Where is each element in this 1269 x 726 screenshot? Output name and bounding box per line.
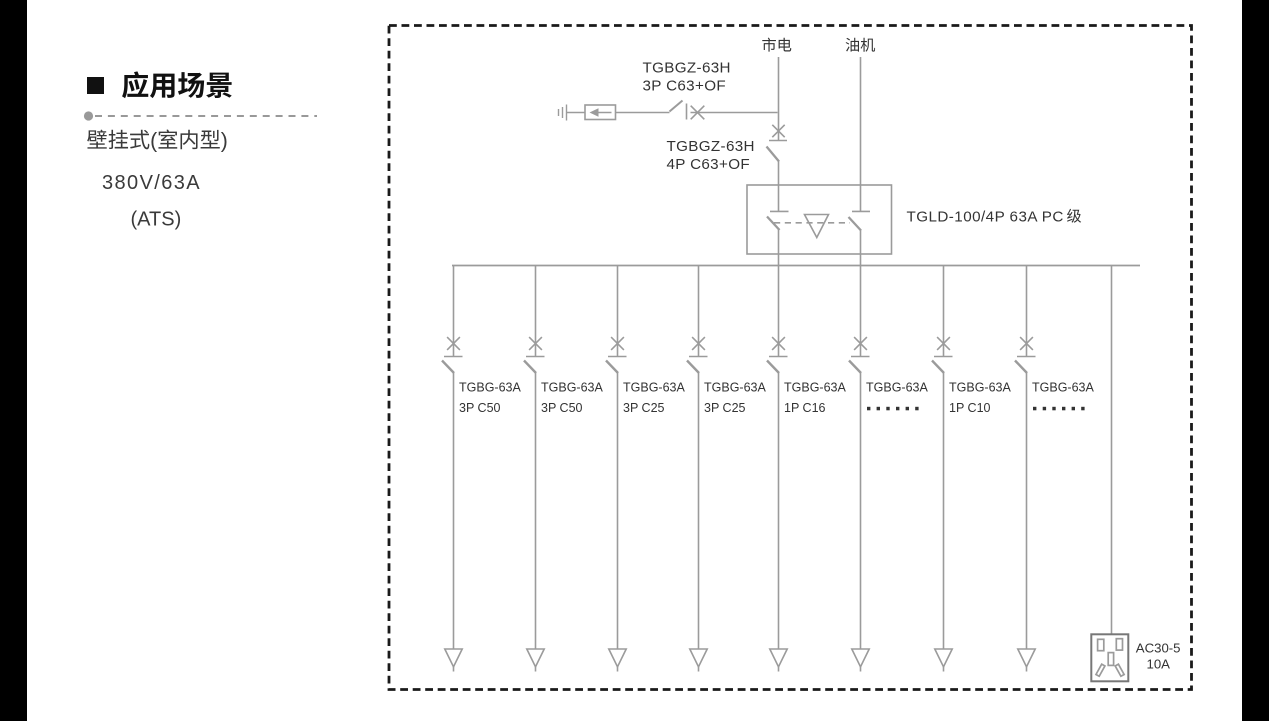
svg-text:TGBG-63A: TGBG-63A	[949, 381, 1011, 395]
svg-text:1P C16: 1P C16	[784, 401, 826, 415]
svg-text:AC30-5: AC30-5	[1136, 641, 1181, 656]
svg-text:380V/63A: 380V/63A	[102, 172, 201, 194]
svg-text:1P C10: 1P C10	[949, 401, 991, 415]
svg-text:TGBG-63A: TGBG-63A	[623, 381, 685, 395]
svg-text:3P C50: 3P C50	[541, 401, 583, 415]
svg-text:(ATS): (ATS)	[131, 209, 182, 231]
svg-text:TGBG-63A: TGBG-63A	[866, 381, 928, 395]
svg-text:TGBGZ-63H: TGBGZ-63H	[667, 138, 755, 155]
svg-text:TGLD-100/4P 63A PC: TGLD-100/4P 63A PC	[907, 209, 1064, 226]
svg-text:10A: 10A	[1147, 656, 1171, 671]
svg-text:TGBG-63A: TGBG-63A	[704, 381, 766, 395]
svg-text:TGBG-63A: TGBG-63A	[541, 381, 603, 395]
svg-text:): )	[221, 130, 228, 153]
svg-text:TGBG-63A: TGBG-63A	[459, 381, 521, 395]
svg-text:3P C25: 3P C25	[623, 401, 665, 415]
svg-text:3P C63+OF: 3P C63+OF	[643, 78, 727, 95]
svg-text:4P C63+OF: 4P C63+OF	[667, 156, 751, 173]
svg-text:3P C25: 3P C25	[704, 401, 746, 415]
svg-text:(: (	[150, 130, 157, 153]
svg-text:TGBG-63A: TGBG-63A	[1032, 381, 1094, 395]
svg-text:TGBGZ-63H: TGBGZ-63H	[643, 60, 731, 77]
svg-text:TGBG-63A: TGBG-63A	[784, 381, 846, 395]
svg-text:3P C50: 3P C50	[459, 401, 501, 415]
